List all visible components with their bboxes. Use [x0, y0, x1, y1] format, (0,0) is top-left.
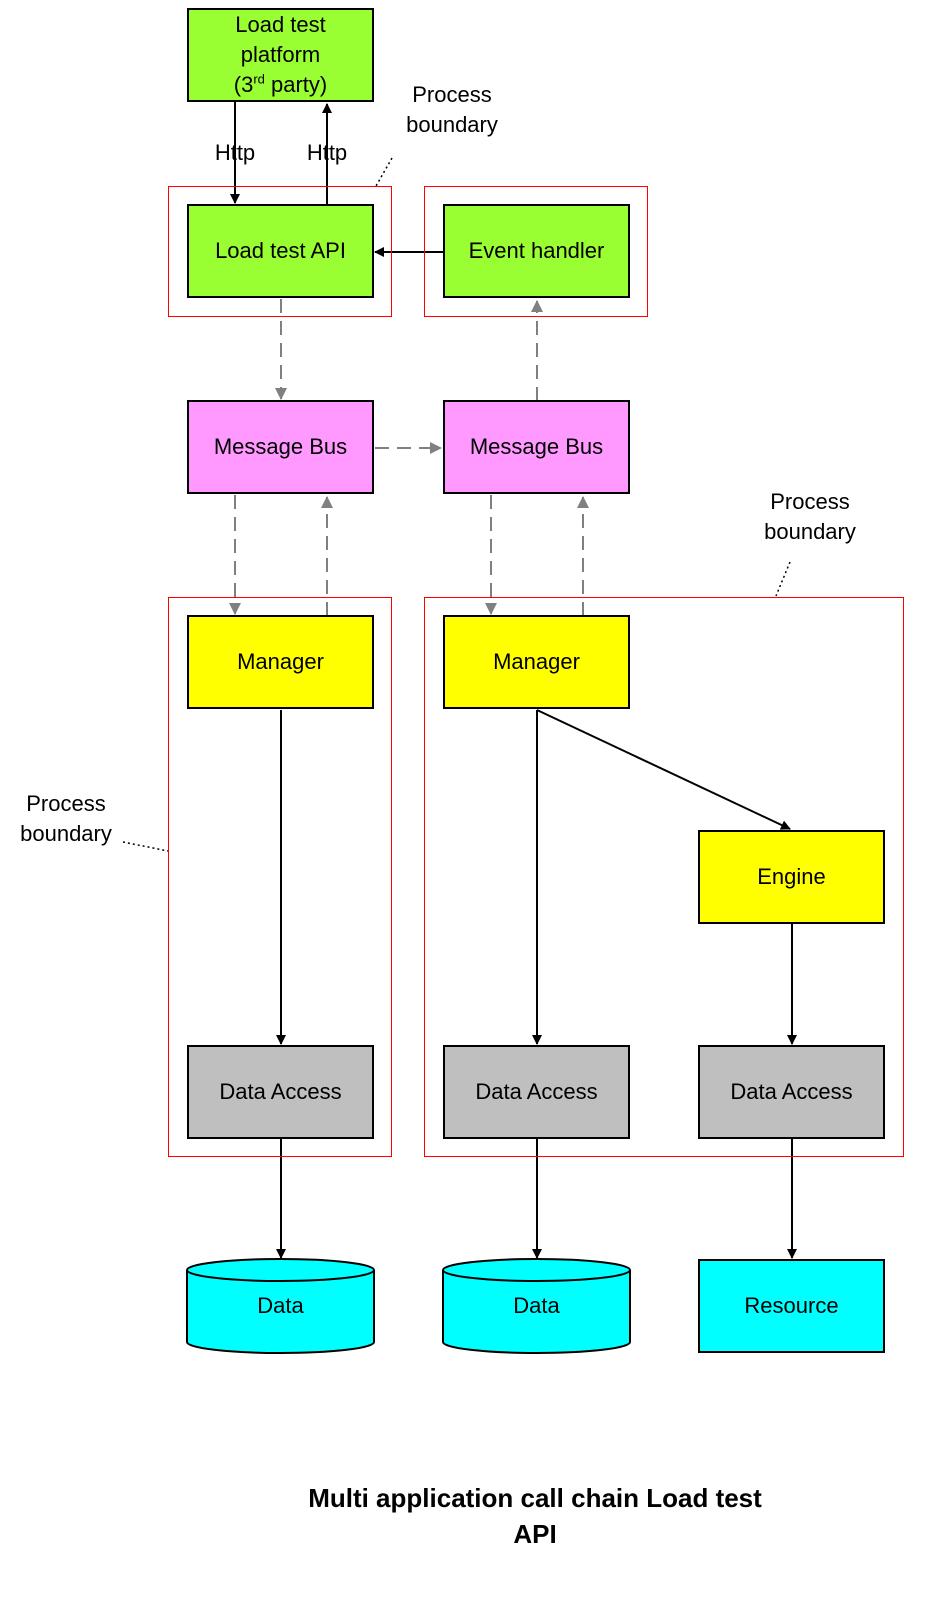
- boundary-left-label: Process boundary: [20, 791, 112, 846]
- engine-label: Engine: [757, 864, 826, 889]
- boundary-right-label: Process boundary: [764, 489, 856, 544]
- process-boundary-left-service: [168, 597, 392, 1157]
- data-access-left-box: Data Access: [187, 1045, 374, 1139]
- boundary-left-leader: [122, 841, 169, 852]
- load-test-api-box: Load test API: [187, 204, 374, 298]
- data-access-left-label: Data Access: [219, 1079, 342, 1104]
- process-boundary-right-service: [424, 597, 904, 1157]
- load-test-platform-box: Load test platform (3rd party): [187, 8, 374, 102]
- manager-right-label: Manager: [493, 649, 580, 674]
- event-handler-label: Event handler: [468, 238, 605, 263]
- message-bus-left-box: Message Bus: [187, 400, 374, 494]
- boundary-top-label: Process boundary: [406, 82, 498, 137]
- resource-box: Resource: [698, 1259, 885, 1353]
- platform-line-3: (3rd party): [233, 71, 328, 97]
- boundary-top-leader: [375, 157, 393, 187]
- event-handler-box: Event handler: [443, 204, 630, 298]
- data-access-right-box: Data Access: [698, 1045, 885, 1139]
- manager-right-box: Manager: [443, 615, 630, 709]
- platform-line-2: platform: [240, 42, 321, 67]
- data-access-right-label: Data Access: [730, 1079, 853, 1104]
- http-request-label: Http: [214, 140, 256, 165]
- diagram-caption: Multi application call chain Load test A…: [230, 1480, 840, 1552]
- manager-left-label: Manager: [237, 649, 324, 674]
- message-bus-left-label: Message Bus: [213, 434, 348, 459]
- message-bus-right-box: Message Bus: [443, 400, 630, 494]
- manager-left-box: Manager: [187, 615, 374, 709]
- caption-line-2: API: [513, 1519, 557, 1549]
- caption-line-1: Multi application call chain Load test: [308, 1483, 762, 1513]
- message-bus-right-label: Message Bus: [469, 434, 604, 459]
- process-boundary-event-handler: [424, 186, 648, 317]
- http-response-label: Http: [306, 140, 348, 165]
- data-mid-label: Data: [513, 1293, 560, 1318]
- data-mid-cylinder: [442, 1258, 631, 1354]
- data-left-label: Data: [257, 1293, 304, 1318]
- load-test-api-label: Load test API: [215, 238, 346, 263]
- resource-label: Resource: [744, 1293, 839, 1318]
- process-boundary-api: [168, 186, 392, 317]
- engine-box: Engine: [698, 830, 885, 924]
- manager-to-engine-arrow: [536, 709, 791, 830]
- data-left-cylinder: [186, 1258, 375, 1354]
- boundary-right-leader: [775, 561, 791, 597]
- platform-line-1: Load test: [235, 12, 326, 37]
- data-access-mid-box: Data Access: [443, 1045, 630, 1139]
- data-access-mid-label: Data Access: [475, 1079, 598, 1104]
